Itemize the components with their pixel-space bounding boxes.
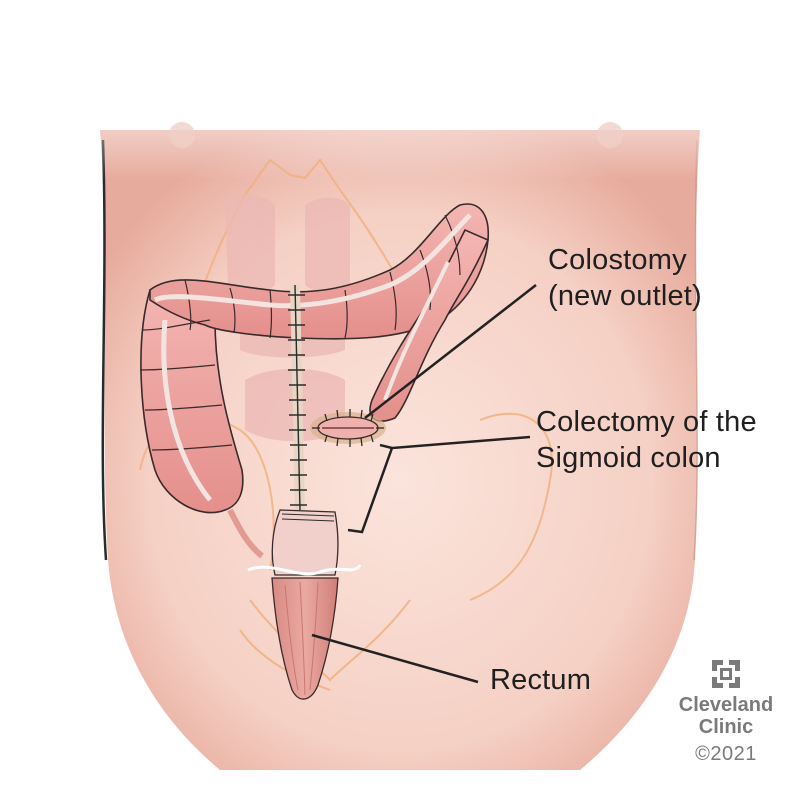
midline-incision-sutures	[288, 284, 307, 511]
label-colectomy-line1: Colectomy of the	[536, 406, 757, 438]
cleveland-clinic-cross-icon	[712, 660, 740, 688]
label-colectomy: Colectomy of the Sigmoid colon	[536, 404, 757, 476]
label-colectomy-line2: Sigmoid colon	[536, 442, 721, 474]
rectum	[247, 509, 362, 700]
label-colostomy: Colostomy (new outlet)	[548, 242, 702, 314]
stoma	[310, 409, 386, 447]
colon	[139, 203, 490, 559]
label-colostomy-line1: Colostomy	[548, 244, 687, 276]
logo-copyright: ©2021	[695, 743, 757, 765]
label-colostomy-line2: (new outlet)	[548, 280, 702, 312]
leader-lines	[311, 284, 537, 684]
logo-name-line2: Clinic	[698, 716, 754, 738]
logo-name-line1: Cleveland	[678, 694, 774, 716]
cleveland-clinic-logo: Cleveland Clinic ©2021	[676, 660, 776, 766]
label-rectum: Rectum	[490, 664, 592, 696]
